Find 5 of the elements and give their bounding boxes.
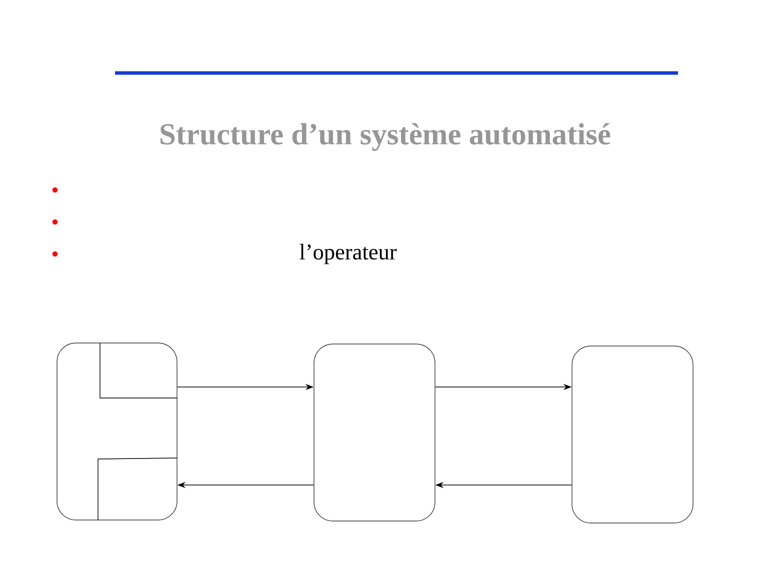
title: Structure d’un système automatisé bbox=[160, 123, 610, 151]
rounded-box bbox=[56, 342, 178, 520]
rounded-box bbox=[314, 344, 436, 522]
rounded-box bbox=[572, 346, 694, 524]
bullet-text: l’operateur bbox=[300, 244, 397, 264]
